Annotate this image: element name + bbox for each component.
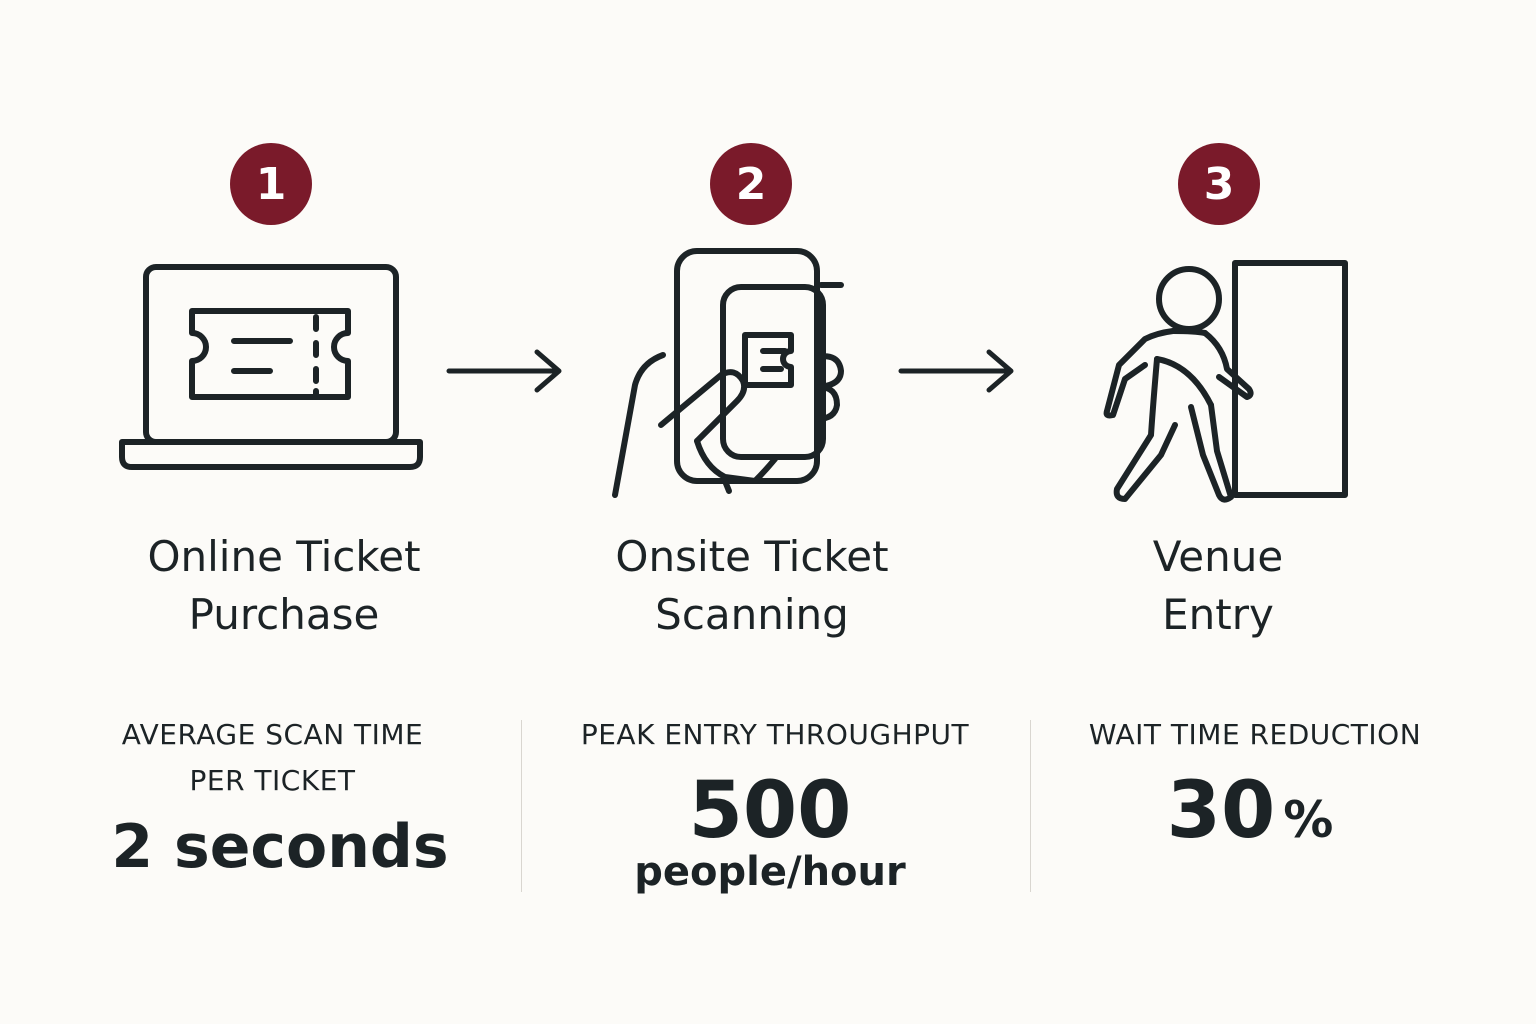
step-title: Online Ticket Purchase <box>104 528 464 644</box>
divider <box>521 720 522 892</box>
step-title-line: Scanning <box>655 590 849 639</box>
step-title: Onsite Ticket Scanning <box>572 528 932 644</box>
metric-label: PEAK ENTRY THROUGHPUT <box>540 712 1010 758</box>
step-title-line: Entry <box>1162 590 1274 639</box>
metric-value-group: 30% <box>1060 768 1440 863</box>
person-door-icon <box>1103 260 1348 503</box>
step-number-badge: 2 <box>710 143 792 225</box>
metric-unit: % <box>1283 791 1334 849</box>
metric-label-line: PER TICKET <box>189 764 356 797</box>
arrow-right-icon <box>446 349 562 393</box>
arrow-right-icon <box>898 349 1014 393</box>
step-title-line: Online Ticket <box>147 532 421 581</box>
step-title: Venue Entry <box>1038 528 1398 644</box>
metric-label: WAIT TIME REDUCTION <box>1045 712 1465 758</box>
step-title-line: Venue <box>1152 532 1284 581</box>
metric-value: 500 <box>688 766 852 856</box>
divider <box>1030 720 1031 892</box>
metric-value: 30 <box>1166 766 1276 856</box>
metric-value: 2 seconds <box>111 812 449 882</box>
step-title-line: Purchase <box>188 590 380 639</box>
metric-label-line: WAIT TIME REDUCTION <box>1088 718 1422 751</box>
step-number-badge: 1 <box>230 143 312 225</box>
metric-unit: people/hour <box>634 849 906 895</box>
laptop-ticket-icon <box>119 264 423 470</box>
metric-label: AVERAGE SCAN TIME PER TICKET <box>60 712 485 804</box>
step-title-line: Onsite Ticket <box>615 532 889 581</box>
step-number-badge: 3 <box>1178 143 1260 225</box>
metric-label-line: AVERAGE SCAN TIME <box>121 718 424 751</box>
phone-scan-icon <box>612 248 844 498</box>
metric-label-line: PEAK ENTRY THROUGHPUT <box>580 718 970 751</box>
